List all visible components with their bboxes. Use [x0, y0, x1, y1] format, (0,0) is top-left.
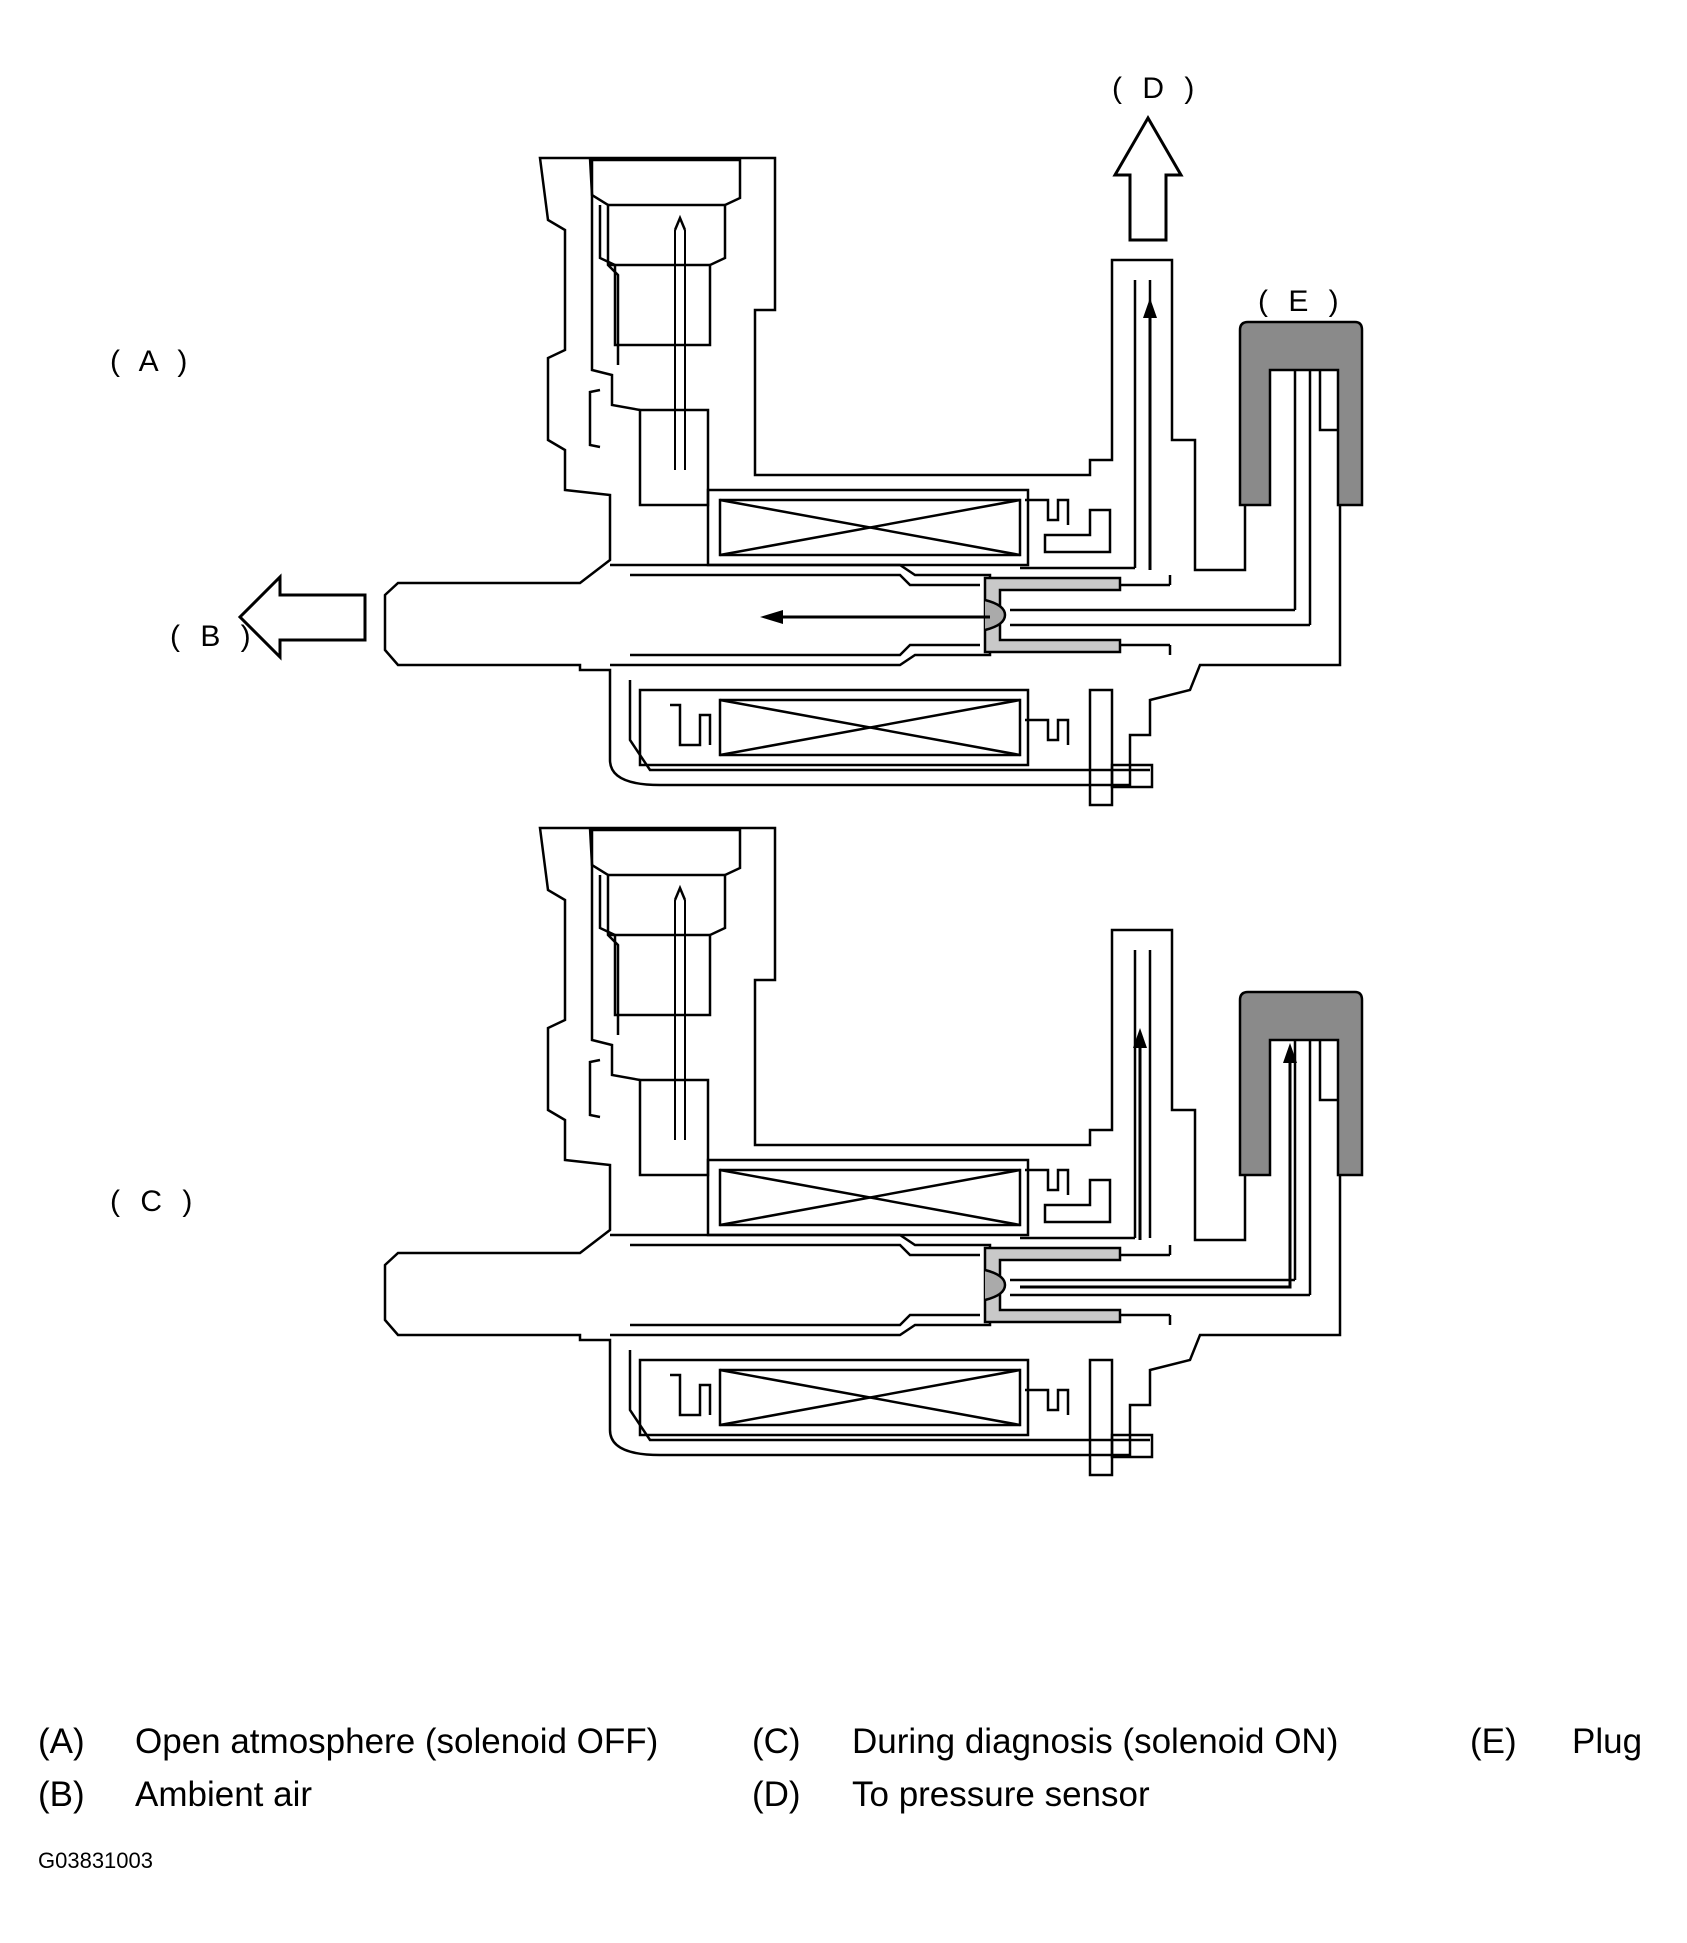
valve-open-atmosphere — [237, 115, 1364, 807]
legend-key-c: (C) — [752, 1722, 801, 1761]
legend-text-e: Plug — [1572, 1722, 1643, 1761]
arrow-b — [237, 573, 367, 661]
label-e: ( E ) — [1258, 285, 1345, 318]
legend-key-b: (B) — [38, 1775, 85, 1814]
legend-key-d: (D) — [752, 1775, 801, 1814]
label-b: ( B ) — [170, 620, 257, 653]
label-c: ( C ) — [110, 1185, 199, 1218]
plug-e-lower — [1238, 990, 1364, 1177]
label-d: ( D ) — [1112, 72, 1201, 105]
legend-key-e: (E) — [1470, 1722, 1517, 1761]
label-a: ( A ) — [110, 345, 194, 378]
legend-text-c: During diagnosis (solenoid ON) — [852, 1722, 1339, 1761]
legend-text-d: To pressure sensor — [852, 1775, 1150, 1814]
valve-during-diagnosis — [383, 826, 1364, 1477]
legend-key-a: (A) — [38, 1722, 85, 1761]
figure-code: G03831003 — [38, 1848, 153, 1873]
legend-text-a: Open atmosphere (solenoid OFF) — [135, 1722, 659, 1761]
arrow-d — [1112, 115, 1184, 242]
plug-e — [1238, 320, 1364, 507]
legend-text-b: Ambient air — [135, 1775, 313, 1814]
